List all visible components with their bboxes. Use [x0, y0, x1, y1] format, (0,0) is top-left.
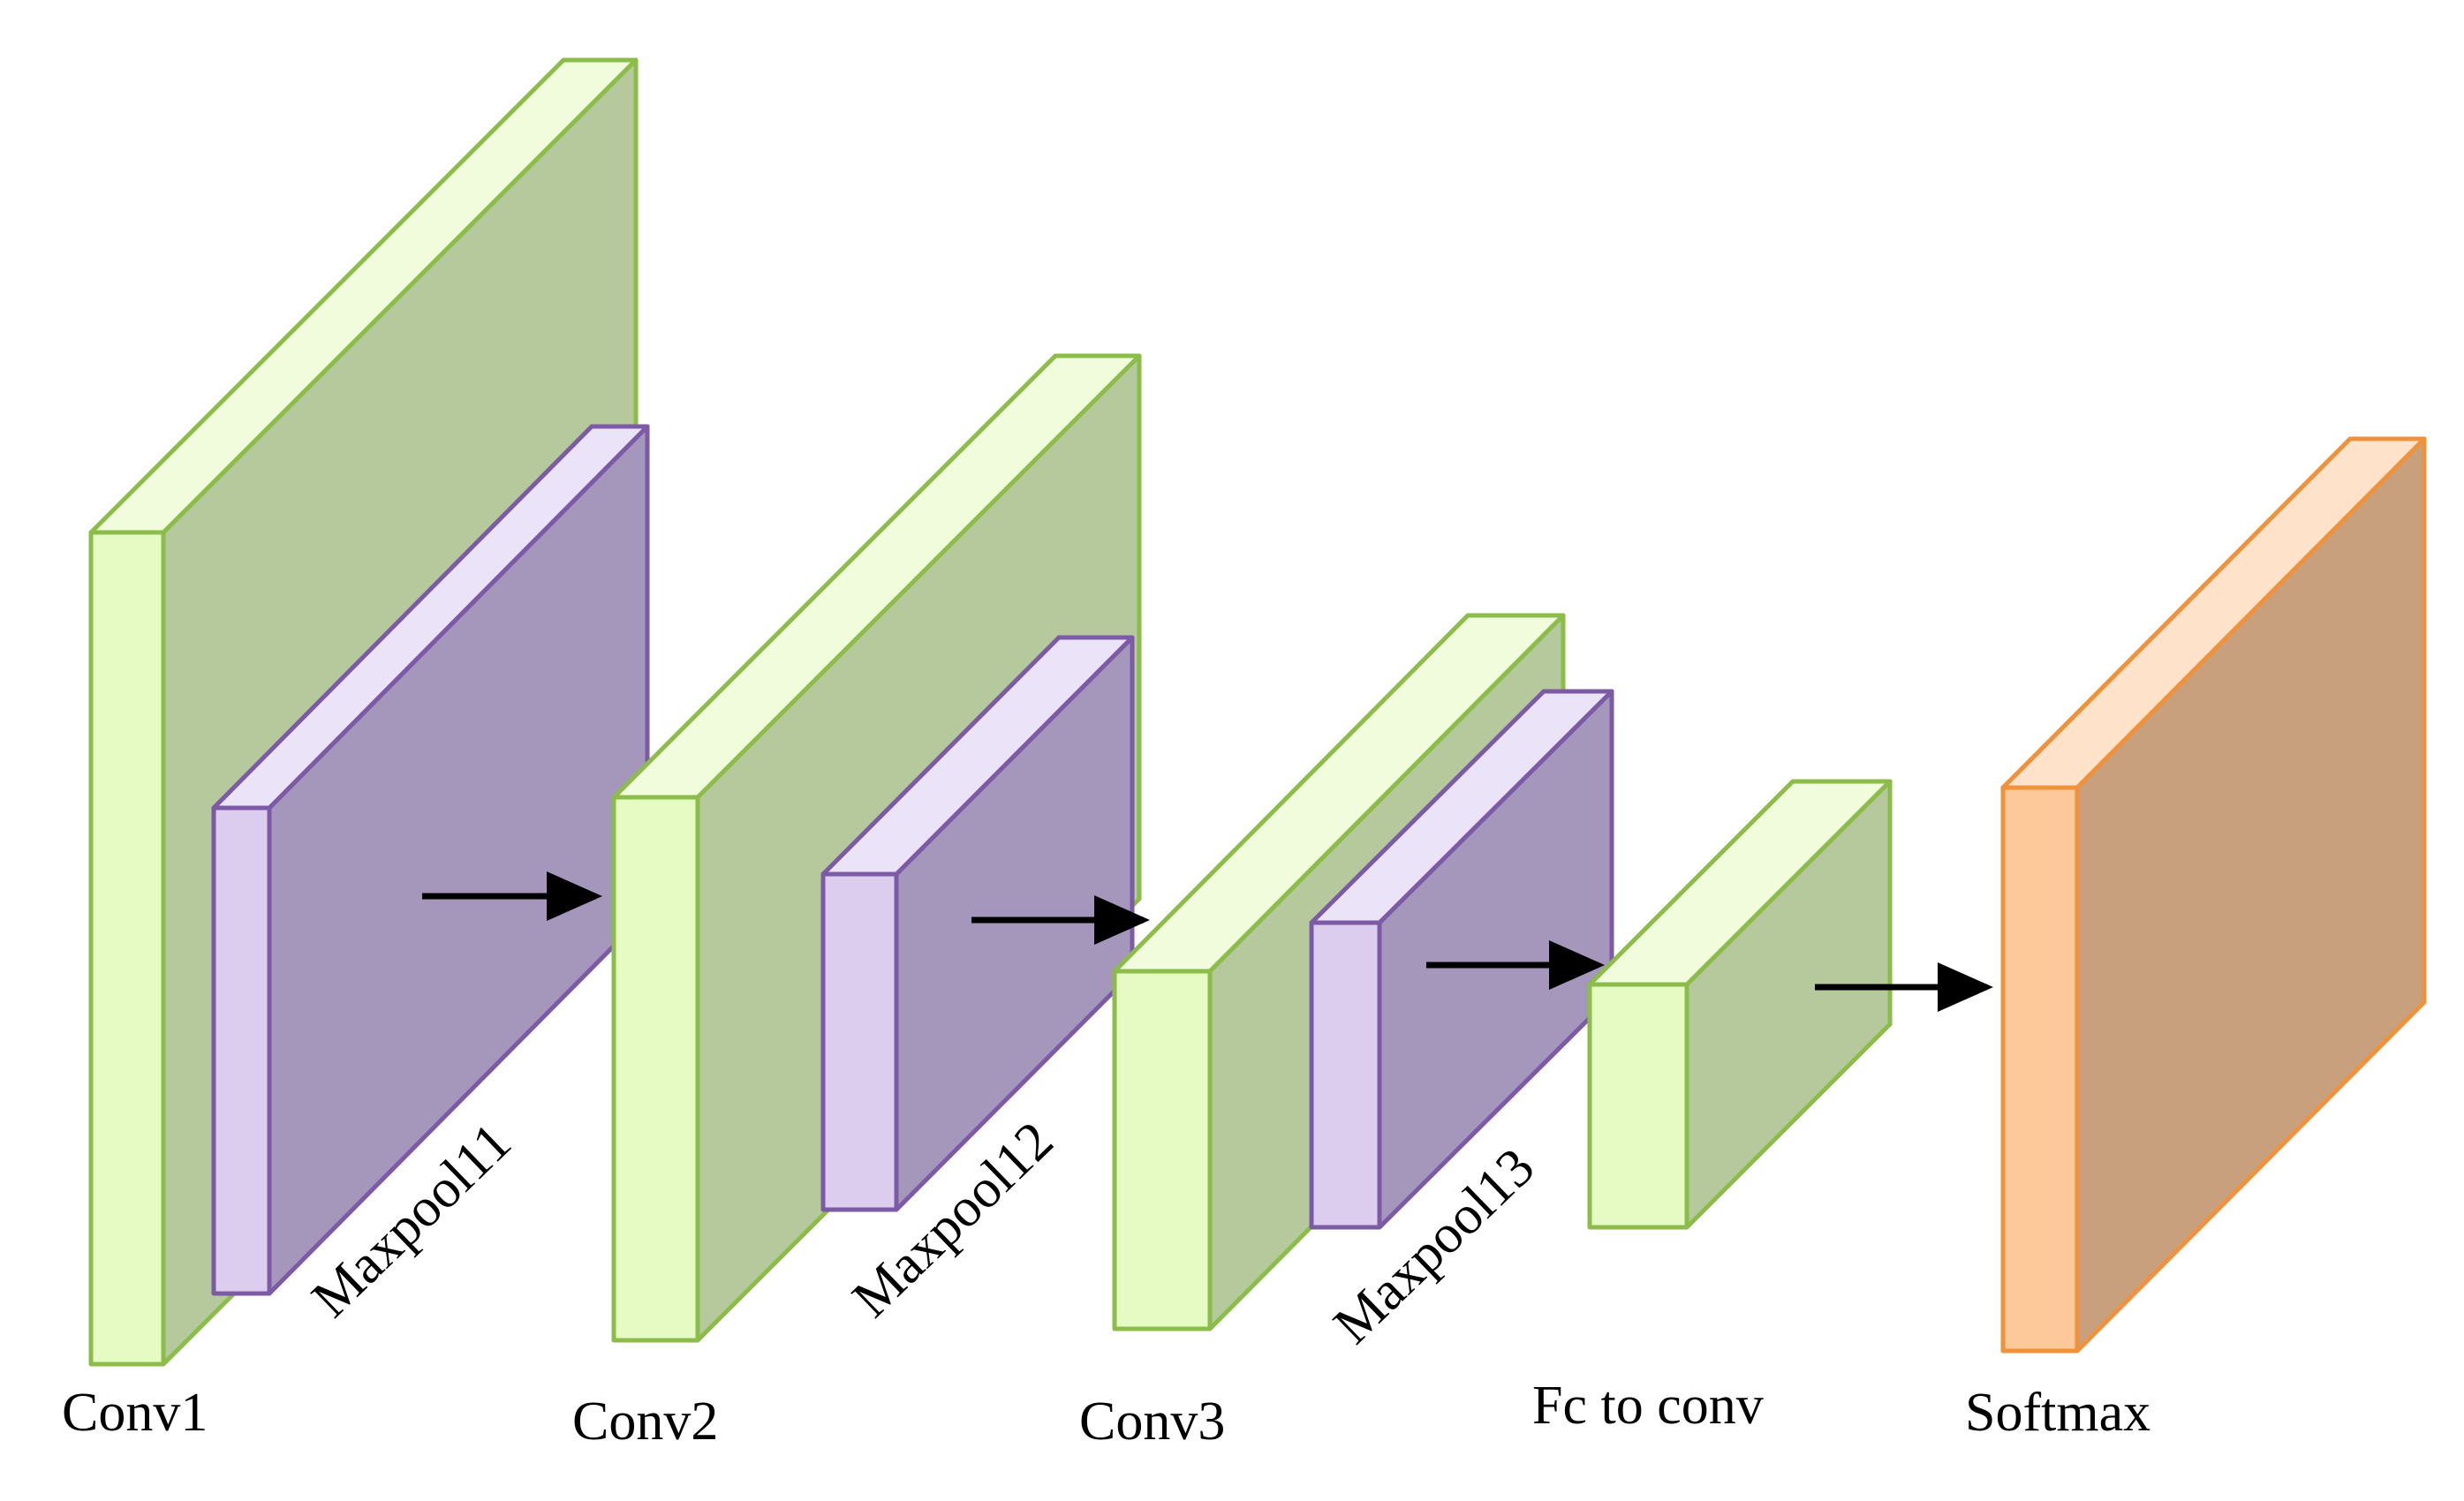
maxpool12-front-face — [820, 871, 899, 1212]
label-fc-to-conv: Fc to conv — [1532, 1376, 1764, 1436]
softmax-block — [2000, 436, 2427, 1354]
maxpool11-front-face — [211, 805, 272, 1296]
softmax-front-face — [2000, 785, 2080, 1354]
conv2-front-face — [611, 795, 700, 1343]
label-conv2: Conv2 — [572, 1392, 718, 1452]
label-softmax: Softmax — [1965, 1383, 2150, 1443]
maxpool11-block — [211, 424, 650, 1296]
maxpool13-block — [1309, 689, 1614, 1230]
maxpool12-block — [820, 635, 1135, 1212]
conv1-front-face — [88, 530, 166, 1367]
fc_to_conv-block — [1587, 779, 1893, 1230]
fc_to_conv-front-face — [1587, 982, 1689, 1230]
conv3-front-face — [1112, 969, 1213, 1331]
flow-arrows — [422, 871, 1993, 1012]
maxpool13-front-face — [1309, 920, 1382, 1230]
label-conv1: Conv1 — [62, 1383, 208, 1443]
label-conv3: Conv3 — [1079, 1392, 1225, 1452]
